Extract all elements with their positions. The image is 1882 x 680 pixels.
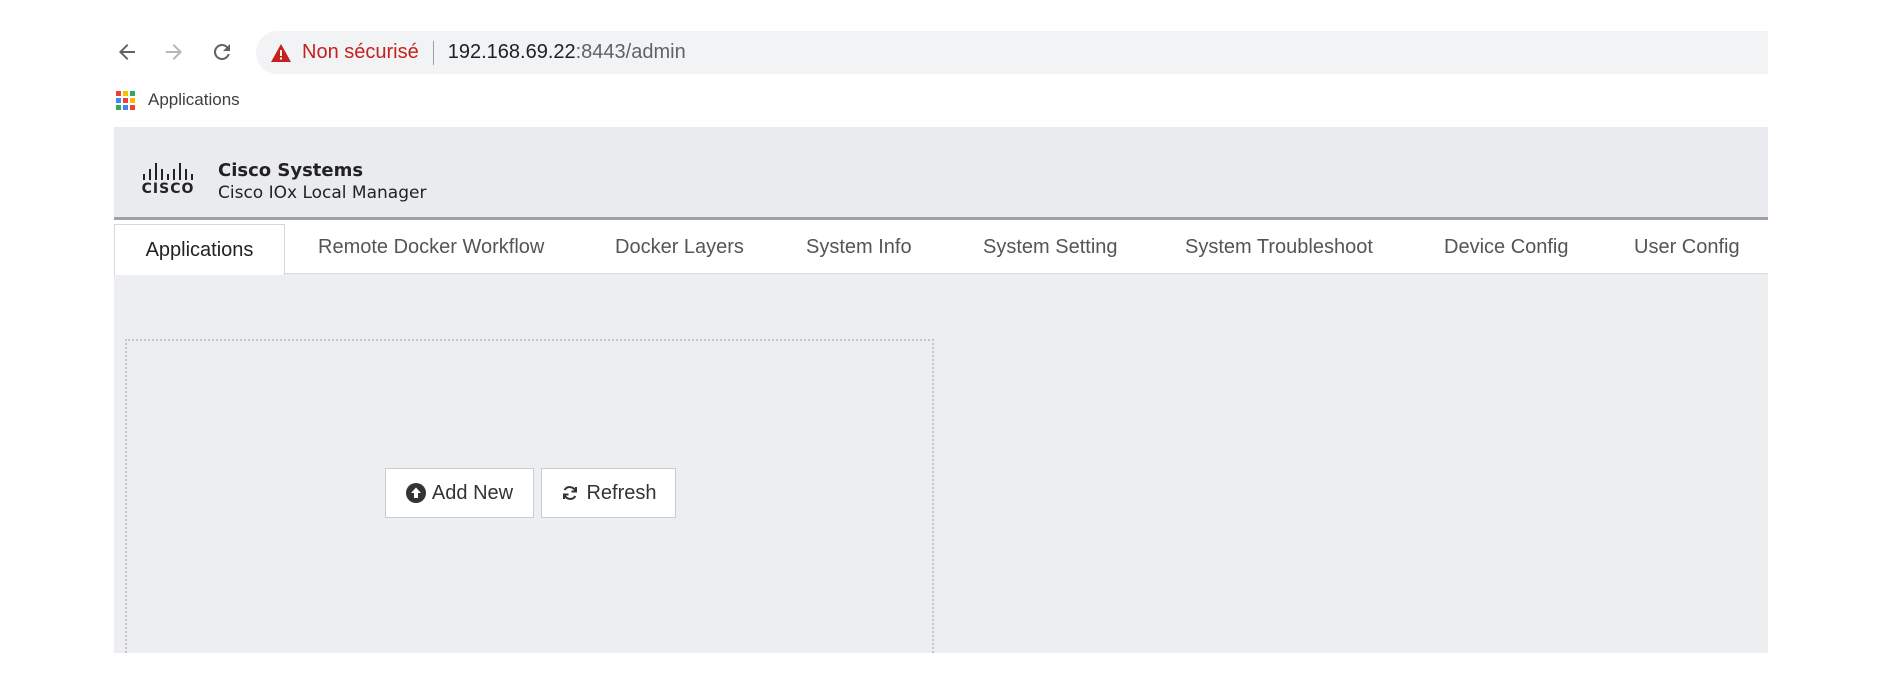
cisco-bars-icon	[136, 163, 200, 180]
security-status[interactable]: Non sécurisé	[302, 41, 419, 63]
tab-device-config[interactable]: Device Config	[1444, 235, 1569, 258]
cisco-logo: CISCO	[136, 163, 200, 197]
apps-grid-icon	[116, 90, 135, 110]
tab-bar: Applications Remote Docker Workflow Dock…	[114, 220, 1768, 275]
company-name: Cisco Systems	[218, 160, 364, 181]
tab-system-troubleshoot[interactable]: System Troubleshoot	[1185, 235, 1373, 258]
tab-remote-docker-workflow[interactable]: Remote Docker Workflow	[318, 235, 545, 258]
refresh-button[interactable]: Refresh	[541, 468, 676, 518]
reload-button[interactable]	[207, 37, 237, 67]
bookmark-apps-label: Applications	[148, 90, 240, 109]
url-host: 192.168.69.22	[447, 41, 576, 63]
forward-button[interactable]	[159, 37, 189, 67]
tab-system-info[interactable]: System Info	[806, 235, 912, 258]
add-new-button[interactable]: Add New	[385, 468, 534, 518]
refresh-label: Refresh	[586, 481, 657, 504]
tab-applications[interactable]: Applications	[114, 224, 285, 275]
reload-icon	[213, 43, 230, 60]
cisco-logo-text: CISCO	[141, 181, 195, 197]
add-new-label: Add New	[431, 481, 514, 504]
separator	[432, 40, 434, 65]
address-bar[interactable]: Non sécurisé 192.168.69.22:8443/admin	[256, 31, 1768, 74]
warning-icon	[270, 43, 292, 63]
tab-docker-layers[interactable]: Docker Layers	[615, 235, 744, 258]
bookmark-apps[interactable]: Applications	[116, 88, 240, 112]
app-drop-area: Add New Refresh	[125, 339, 934, 653]
tab-user-config[interactable]: User Config	[1634, 235, 1740, 258]
page-content: CISCO Cisco Systems Cisco IOx Local Mana…	[114, 127, 1768, 653]
plus-circle-icon	[405, 483, 426, 503]
tab-system-setting[interactable]: System Setting	[983, 235, 1118, 258]
refresh-icon	[563, 486, 578, 500]
arrow-left-icon	[119, 44, 135, 60]
brand: Cisco Systems Cisco IOx Local Manager	[218, 160, 426, 204]
product-name: Cisco IOx Local Manager	[218, 183, 427, 203]
app-header: CISCO Cisco Systems Cisco IOx Local Mana…	[114, 127, 1768, 220]
back-button[interactable]	[112, 37, 142, 67]
url-path: :8443/admin	[575, 41, 686, 63]
arrow-right-icon	[166, 44, 182, 60]
